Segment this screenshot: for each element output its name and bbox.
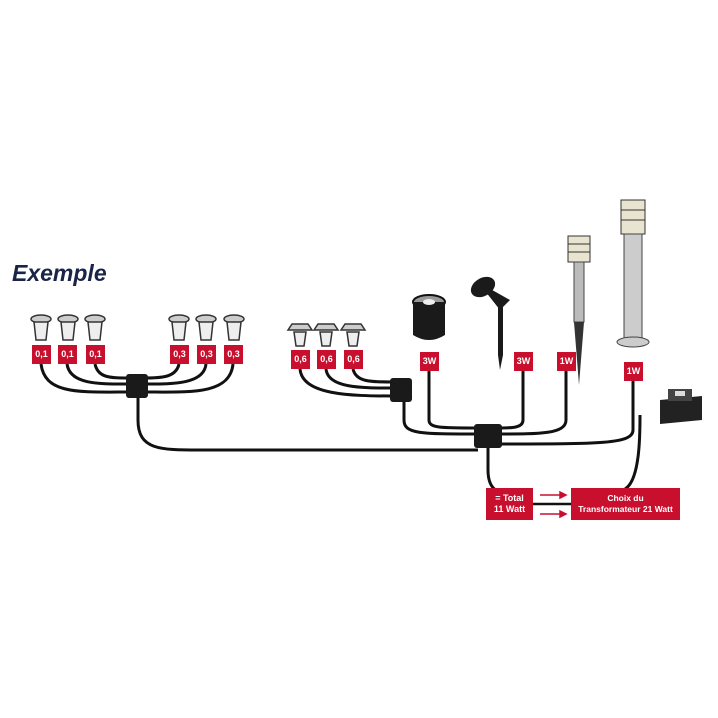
wattage-label: 0,3	[224, 345, 243, 364]
connector-hub	[126, 374, 148, 398]
wattage-label: 0,1	[32, 345, 51, 364]
ground-spot-icon	[412, 294, 446, 340]
transformer-line2: Transformateur 21 Watt	[578, 504, 673, 514]
wattage-label: 0,6	[344, 350, 363, 369]
wattage-label: 3W	[514, 352, 533, 371]
wattage-label: 0,3	[197, 345, 216, 364]
spike-spot-icon	[470, 276, 510, 370]
wattage-label: 0,6	[291, 350, 310, 369]
transformer-icon	[660, 389, 702, 424]
recessed-lights	[30, 314, 367, 347]
transformer-choice-box: Choix du Transformateur 21 Watt	[571, 488, 680, 520]
wattage-label: 0,1	[86, 345, 105, 364]
wattage-label: 1W	[557, 352, 576, 371]
connector-hub	[390, 378, 412, 402]
total-line2: 11 Watt	[493, 504, 526, 514]
wattage-label: 0,1	[58, 345, 77, 364]
cable	[39, 363, 131, 394]
wattage-label: 0,6	[317, 350, 336, 369]
connector-hub	[474, 424, 502, 448]
wattage-label: 0,3	[170, 345, 189, 364]
small-bollard-icon	[567, 235, 591, 385]
total-box: = Total 11 Watt	[486, 488, 533, 520]
cable	[65, 363, 131, 386]
wattage-label: 3W	[420, 352, 439, 371]
total-line1: = Total	[495, 493, 524, 503]
transformer-line1: Choix du	[607, 493, 644, 503]
wattage-label: 1W	[624, 362, 643, 381]
tall-bollard-icon	[616, 199, 650, 348]
page-title: Exemple	[12, 260, 107, 286]
